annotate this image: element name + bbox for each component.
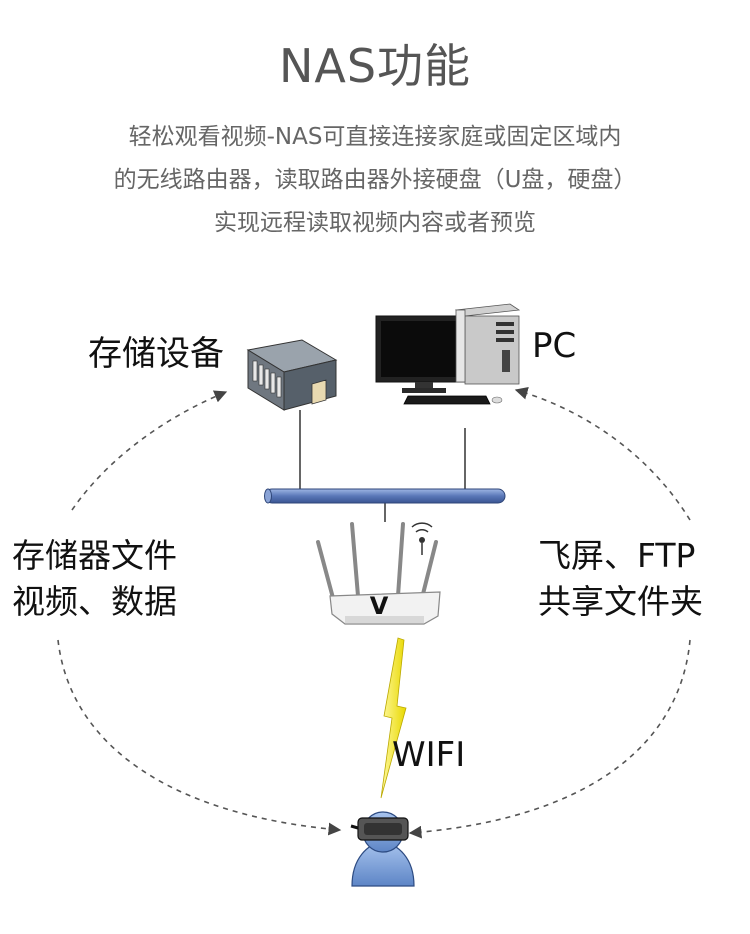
dashed-arrow-left-bottom [57,639,342,836]
pc-functions-line-1: 飞屏、FTP [538,536,696,575]
router-icon [316,522,441,625]
storage-functions-label: 存储器文件 视频、数据 [12,533,177,625]
pc-icon [375,303,521,405]
pc-label: PC [532,326,577,366]
page-title: NAS功能 [278,39,472,93]
description-line-1: 轻松观看视频-NAS可直接连接家庭或固定区域内 [128,124,622,150]
description-line-2: 的无线路由器，读取路由器外接硬盘（U盘，硬盘） [113,167,637,193]
dashed-arrow-right-bottom [408,639,691,839]
dashed-arrow-left-top [71,390,228,511]
dashed-arrow-right-top [514,387,691,521]
router-logo: V [370,592,389,620]
storage-device-icon [246,339,338,411]
vr-user-icon [350,811,415,887]
storage-functions-line-1: 存储器文件 [12,536,177,575]
description: 轻松观看视频-NAS可直接连接家庭或固定区域内 的无线路由器，读取路由器外接硬盘… [0,116,750,245]
storage-functions-line-2: 视频、数据 [12,582,177,621]
pc-functions-label: 飞屏、FTP 共享文件夹 [538,533,703,625]
lightning-bolt-icon [380,637,407,799]
pc-functions-line-2: 共享文件夹 [538,582,703,621]
description-line-3: 实现远程读取视频内容或者预览 [214,210,536,236]
wifi-label: WIFI [392,735,466,775]
storage-device-label: 存储设备 [88,334,224,374]
network-bus [264,488,506,504]
